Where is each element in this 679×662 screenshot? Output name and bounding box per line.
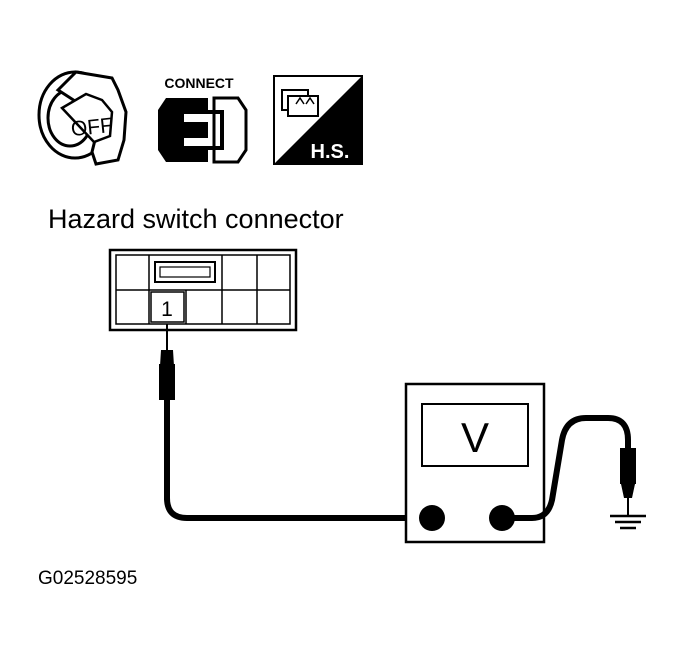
ignition-key-off-icon: OFF	[37, 70, 128, 166]
ground-symbol-icon	[610, 514, 646, 530]
test-probe	[159, 324, 175, 500]
lead-wire-right	[502, 415, 631, 521]
hazard-switch-connector: 1	[108, 248, 298, 332]
ground-probe	[620, 448, 636, 516]
connect-icon: CONNECT	[158, 75, 248, 164]
connect-label: CONNECT	[164, 75, 234, 91]
hs-label: H.S.	[311, 141, 350, 163]
figure-code: G02528595	[38, 568, 137, 589]
voltmeter-label: V	[461, 414, 489, 461]
voltmeter: V	[404, 382, 546, 544]
terminal-1-label: 1	[161, 298, 173, 321]
lead-wire-left	[164, 497, 432, 521]
hazard-switch-hs-icon: H.S.	[273, 75, 363, 165]
off-label: OFF	[70, 114, 114, 141]
diagram-title: Hazard switch connector	[48, 204, 344, 234]
meter-terminal-left	[419, 505, 445, 531]
